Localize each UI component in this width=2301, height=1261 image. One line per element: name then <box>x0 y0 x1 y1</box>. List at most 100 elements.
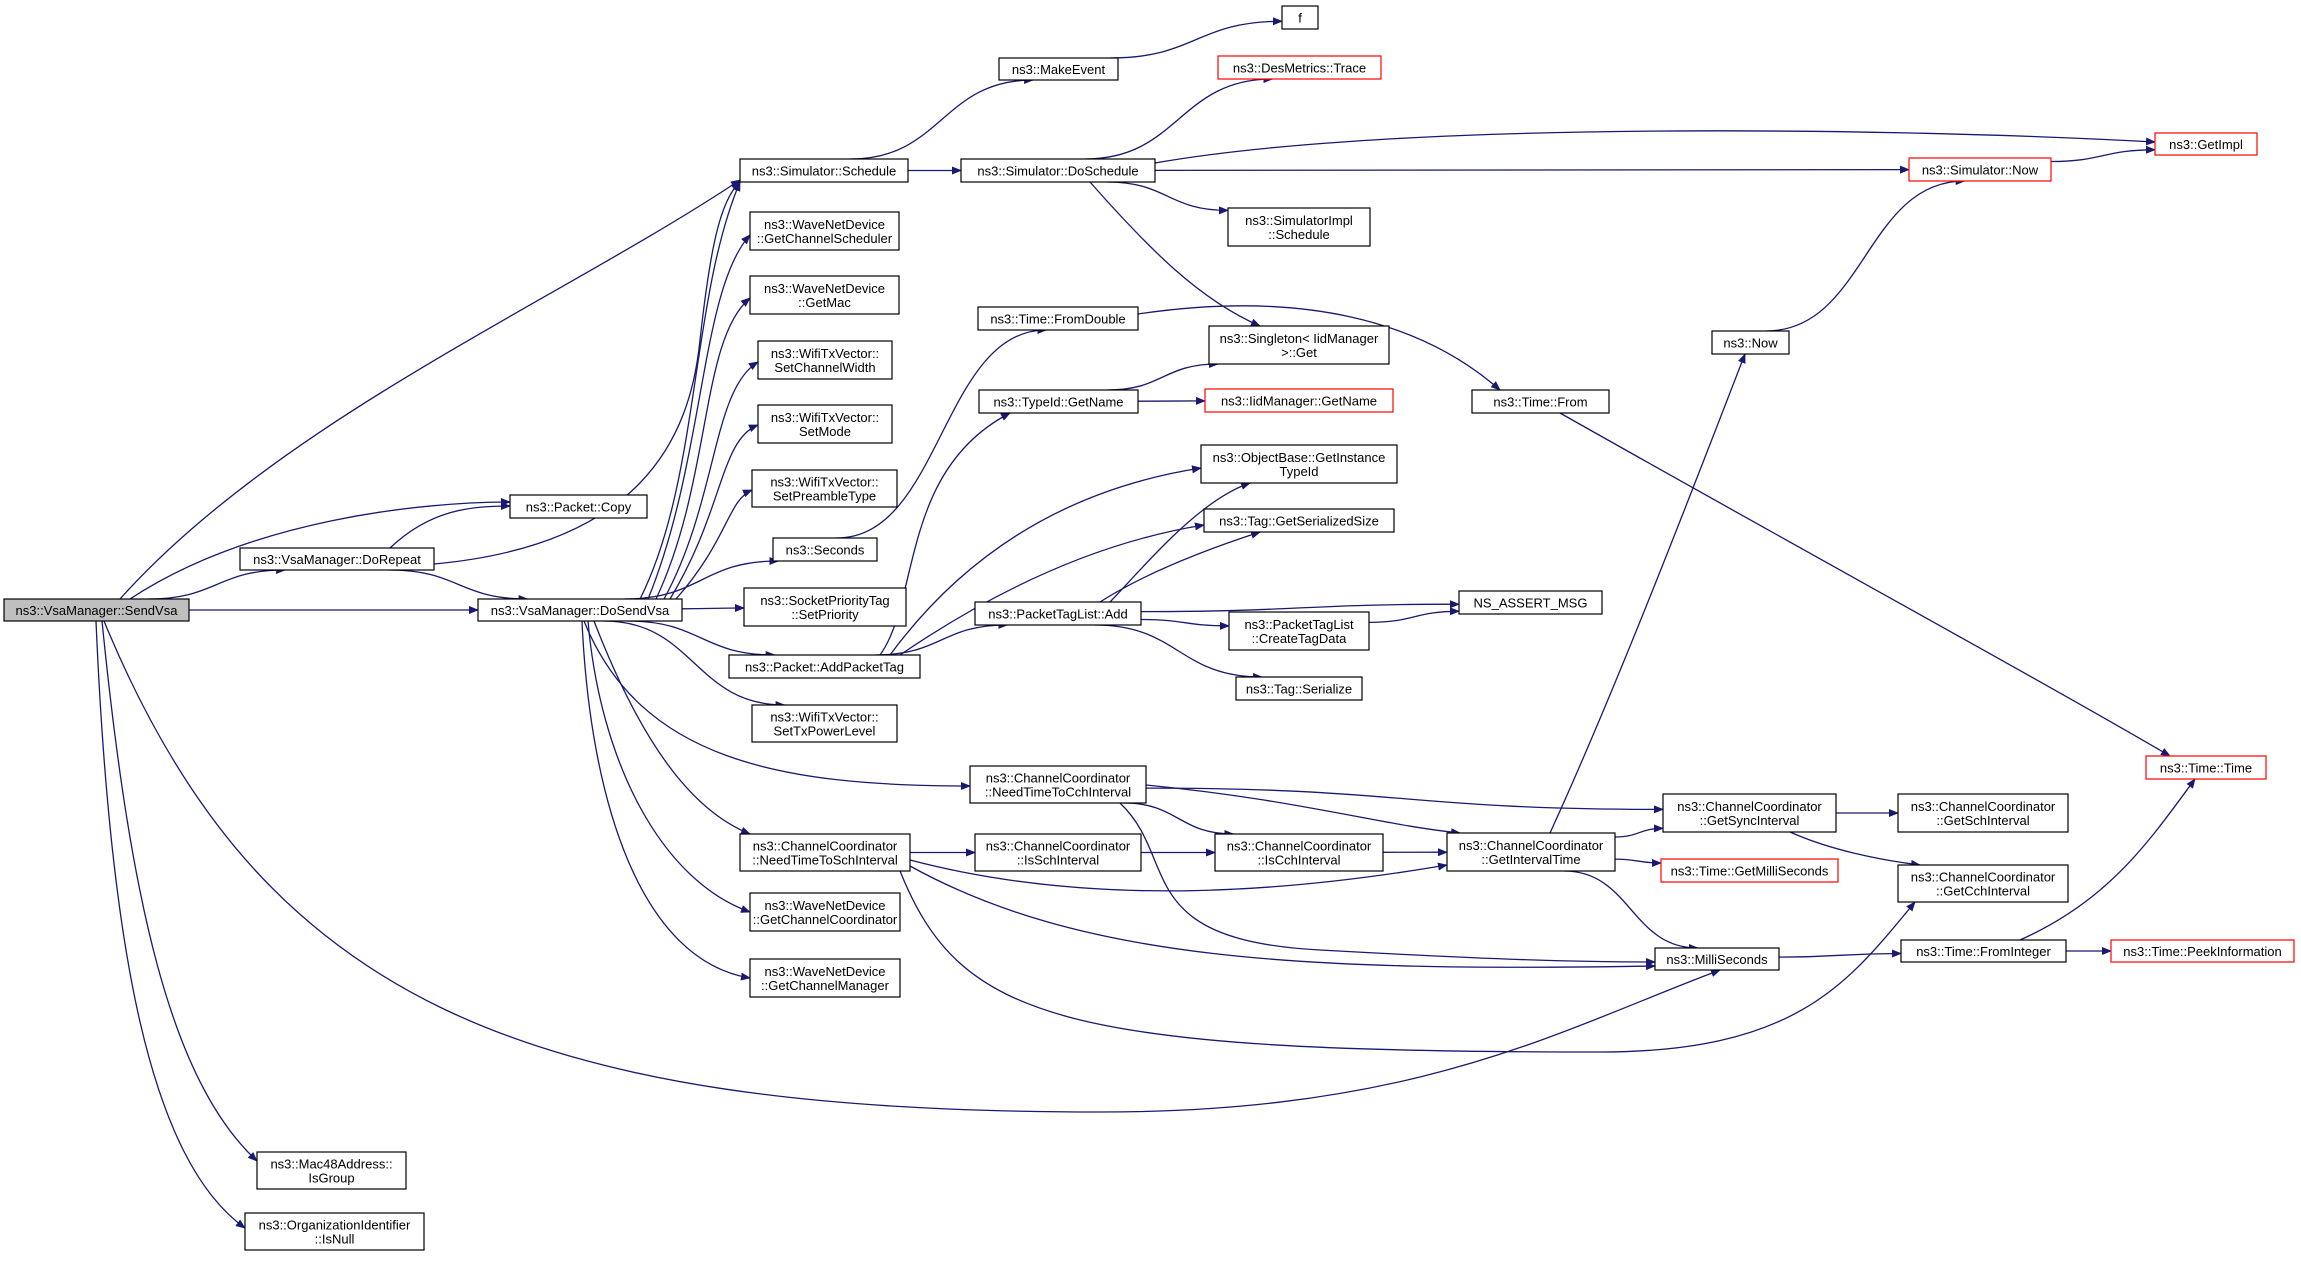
node-box <box>749 275 900 315</box>
call-edge-dosendvsa-to-getmac <box>655 297 751 600</box>
node-addpackettag[interactable]: ns3::Packet::AddPacketTag <box>728 654 921 679</box>
node-nsassert[interactable]: NS_ASSERT_MSG <box>1458 590 1603 615</box>
node-box <box>749 958 901 998</box>
node-typeidname[interactable]: ns3::TypeId::GetName <box>978 389 1139 414</box>
node-label: ns3::VsaManager::SendVsa <box>16 603 179 618</box>
node-label: ns3::Now <box>1723 336 1778 351</box>
node-fromdouble[interactable]: ns3::Time::FromDouble <box>977 306 1139 331</box>
call-edge-dosendvsa-to-setpreamble <box>675 489 753 600</box>
node-iidgetname[interactable]: ns3::IidManager::GetName <box>1204 388 1394 413</box>
node-box-truncated <box>1217 55 1382 80</box>
node-getschint[interactable]: ns3::ChannelCoordinator::GetSchInterval <box>1897 793 2069 833</box>
node-label: ::CreateTagData <box>1252 631 1347 646</box>
node-setpreamble[interactable]: ns3::WifiTxVector::SetPreambleType <box>751 469 898 508</box>
node-now[interactable]: ns3::Now <box>1711 330 1790 355</box>
node-box-truncated <box>2154 132 2258 156</box>
node-getchmgr[interactable]: ns3::WaveNetDevice::GetChannelManager <box>749 958 901 998</box>
node-getcchint[interactable]: ns3::ChannelCoordinator::GetCchInterval <box>1897 864 2069 903</box>
call-edge-sendvsa-to-schedule <box>119 179 741 600</box>
call-edge-doschedule-to-simimplsched <box>1107 181 1229 215</box>
call-edge-typeidname-to-singleton <box>1107 360 1220 391</box>
call-edge-getinttime-to-getsyncint <box>1614 824 1664 838</box>
node-createtagdata[interactable]: ns3::PacketTagList::CreateTagData <box>1228 611 1370 651</box>
node-getchcoord[interactable]: ns3::WaveNetDevice::GetChannelCoordinato… <box>749 892 901 932</box>
call-edge-needtosch-to-getinttime <box>909 859 1448 892</box>
node-label: ns3::Tag::GetSerializedSize <box>1219 514 1379 529</box>
node-label: ns3::MakeEvent <box>1012 62 1106 77</box>
node-dorepeat[interactable]: ns3::VsaManager::DoRepeat <box>239 547 435 571</box>
node-dosendvsa[interactable]: ns3::VsaManager::DoSendVsa <box>477 598 683 622</box>
node-box <box>244 1212 425 1251</box>
call-edge-sendvsa-to-milliseconds <box>103 620 1721 1113</box>
node-milliseconds[interactable]: ns3::MilliSeconds <box>1654 947 1780 971</box>
node-peekinfo[interactable]: ns3::Time::PeekInformation <box>2110 939 2295 963</box>
node-iscchint[interactable]: ns3::ChannelCoordinator::IsCchInterval <box>1214 833 1384 872</box>
node-isschint[interactable]: ns3::ChannelCoordinator::IsSchInterval <box>974 833 1142 872</box>
node-makeevent[interactable]: ns3::MakeEvent <box>998 57 1119 81</box>
node-box <box>1214 833 1384 872</box>
call-edge-needtocch-to-iscchint <box>1123 802 1235 838</box>
node-label: ns3::WaveNetDevice <box>765 898 886 913</box>
node-sockprio[interactable]: ns3::SocketPriorityTag::SetPriority <box>743 587 907 627</box>
node-label: ::GetChannelScheduler <box>757 231 893 246</box>
node-box <box>757 404 893 444</box>
node-getinttime[interactable]: ns3::ChannelCoordinator::GetIntervalTime <box>1446 832 1616 872</box>
node-label: ns3::Simulator::Schedule <box>752 164 897 179</box>
node-box <box>974 601 1142 626</box>
node-seconds[interactable]: ns3::Seconds <box>772 537 878 562</box>
node-ptladd[interactable]: ns3::PacketTagList::Add <box>974 601 1142 626</box>
node-settxpower[interactable]: ns3::WifiTxVector::SetTxPowerLevel <box>751 704 898 743</box>
node-box-truncated <box>2145 755 2267 780</box>
node-tagserialize[interactable]: ns3::Tag::Serialize <box>1235 676 1363 701</box>
call-edge-dosendvsa-to-getchcoord <box>587 620 751 913</box>
call-edge-dosendvsa-to-getchsched <box>647 234 751 600</box>
call-edge-doschedule-to-singleton <box>1089 181 1261 327</box>
node-desmetrics[interactable]: ns3::DesMetrics::Trace <box>1217 55 1382 80</box>
node-needtosch[interactable]: ns3::ChannelCoordinator::NeedTimeToSchIn… <box>739 833 911 872</box>
node-orgid[interactable]: ns3::OrganizationIdentifier::IsNull <box>244 1212 425 1251</box>
node-tagsersize[interactable]: ns3::Tag::GetSerializedSize <box>1203 508 1395 533</box>
node-simnow[interactable]: ns3::Simulator::Now <box>1908 157 2052 182</box>
node-box <box>751 704 898 743</box>
node-getmilli[interactable]: ns3::Time::GetMilliSeconds <box>1660 858 1839 883</box>
node-label: ns3::WaveNetDevice <box>765 964 886 979</box>
node-needtocch[interactable]: ns3::ChannelCoordinator::NeedTimeToCchIn… <box>969 765 1147 804</box>
node-box <box>751 469 898 508</box>
node-getchsched[interactable]: ns3::WaveNetDevice::GetChannelScheduler <box>749 211 900 251</box>
call-edge-sendvsa-to-mac48 <box>101 620 258 1162</box>
node-doschedule[interactable]: ns3::Simulator::DoSchedule <box>960 158 1156 183</box>
node-box <box>1662 793 1837 833</box>
node-packetcopy[interactable]: ns3::Packet::Copy <box>509 494 648 519</box>
node-label: ns3::ChannelCoordinator <box>986 771 1131 786</box>
node-label: ::GetChannelCoordinator <box>753 912 898 927</box>
node-setchwidth[interactable]: ns3::WifiTxVector::SetChannelWidth <box>757 340 893 380</box>
node-label: ::GetMac <box>798 295 851 310</box>
node-f[interactable]: f <box>1281 5 1319 30</box>
call-edge-getinttime-to-now <box>1549 353 1746 834</box>
node-getsyncint[interactable]: ns3::ChannelCoordinator::GetSyncInterval <box>1662 793 1837 833</box>
call-edge-needtocch-to-milliseconds <box>1119 802 1656 966</box>
node-fromint[interactable]: ns3::Time::FromInteger <box>1900 939 2067 963</box>
node-label: ns3::WifiTxVector:: <box>771 410 879 425</box>
node-simimplsched[interactable]: ns3::SimulatorImpl::Schedule <box>1227 207 1371 247</box>
node-label: ns3::ChannelCoordinator <box>1459 838 1604 853</box>
node-getmac[interactable]: ns3::WaveNetDevice::GetMac <box>749 275 900 315</box>
node-schedule[interactable]: ns3::Simulator::Schedule <box>739 158 909 183</box>
node-label: TypeId <box>1279 464 1318 479</box>
node-label: ns3::WifiTxVector:: <box>771 346 879 361</box>
node-label: ns3::GetImpl <box>2169 137 2243 152</box>
node-sendvsa[interactable]: ns3::VsaManager::SendVsa <box>3 598 190 622</box>
node-singleton[interactable]: ns3::Singleton< IidManager >::Get <box>1208 325 1390 365</box>
node-label: NS_ASSERT_MSG <box>1474 596 1588 611</box>
node-mac48[interactable]: ns3::Mac48Address::IsGroup <box>256 1151 407 1190</box>
node-label: ns3::PacketTagList <box>1244 617 1354 632</box>
node-timetime[interactable]: ns3::Time::Time <box>2145 755 2267 780</box>
node-setmode[interactable]: ns3::WifiTxVector::SetMode <box>757 404 893 444</box>
call-edge-doschedule-to-desmetrics <box>1084 75 1274 160</box>
node-box <box>1897 864 2069 903</box>
node-box <box>728 654 921 679</box>
node-getimpl[interactable]: ns3::GetImpl <box>2154 132 2258 156</box>
node-timefrom[interactable]: ns3::Time::From <box>1471 389 1610 414</box>
call-edge-dosendvsa-to-settxpower <box>603 620 786 709</box>
